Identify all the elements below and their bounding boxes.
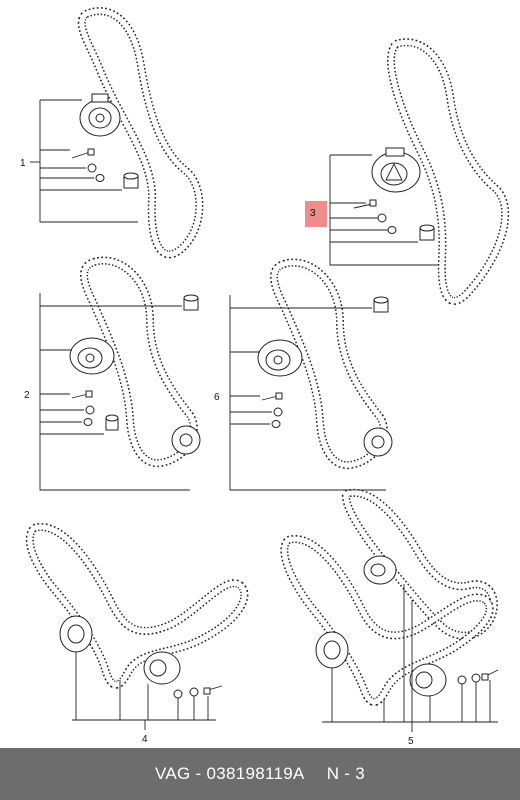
- nut-2: [83, 418, 93, 426]
- sleeve-2: [105, 414, 119, 431]
- tensioner-pulley-2: [69, 337, 115, 375]
- idler-sleeve-6: [373, 296, 389, 313]
- kit-6: 6: [214, 258, 393, 491]
- bolt-5: [481, 669, 499, 681]
- timing-belt-2: [80, 256, 198, 468]
- page-label: N - 3: [326, 764, 366, 783]
- washer-2: [85, 405, 95, 415]
- timing-belt-4: [25, 523, 249, 689]
- leader-lines-1: [30, 99, 138, 223]
- sleeve-1: [123, 172, 139, 189]
- leader-lines-6: [229, 295, 386, 491]
- water-pump-pulley-6: [363, 427, 393, 457]
- callout-1: 1: [20, 158, 26, 169]
- leader-lines-2: [39, 293, 190, 491]
- idler-pulley-5-top: [363, 555, 397, 585]
- part-number-footer: VAG - 038198119A N - 3: [0, 748, 520, 800]
- leader-lines-3: [329, 154, 438, 266]
- nut-5: [457, 675, 467, 685]
- nut-1: [95, 174, 105, 182]
- part-number: 038198119A: [206, 764, 305, 783]
- leader-lines-4: [72, 652, 216, 730]
- highlight-box-3: [305, 201, 327, 227]
- washer-1: [87, 163, 97, 173]
- kit-1: 1: [20, 7, 204, 259]
- timing-belt-3: [387, 38, 510, 305]
- callout-4: 4: [142, 734, 148, 745]
- callout-2: 2: [24, 390, 30, 401]
- idler-pulley-4: [143, 651, 181, 685]
- washer-6: [273, 407, 283, 417]
- timing-belt-1: [77, 7, 204, 259]
- kit-3: 3: [305, 38, 510, 305]
- bolt-1: [71, 148, 95, 159]
- bolt-2: [71, 390, 93, 399]
- sleeve-3: [419, 224, 435, 241]
- nut-4: [173, 689, 183, 699]
- callout-3: 3: [310, 208, 316, 219]
- bolt-6: [261, 392, 283, 401]
- kit-4: 4: [25, 523, 249, 745]
- bolt-4: [203, 685, 223, 695]
- parts-diagram: 1 3: [20, 7, 510, 747]
- tensioner-pulley-6: [257, 339, 303, 377]
- tensioner-pulley-4: [59, 615, 93, 653]
- idler-sleeve-2: [183, 294, 199, 311]
- washer-3: [377, 213, 387, 223]
- idler-pulley-5: [409, 663, 447, 697]
- kit-5: 5: [280, 488, 499, 747]
- washer-5: [471, 673, 481, 683]
- nut-6: [271, 420, 281, 428]
- leader-lines-5: [322, 584, 498, 732]
- tensioner-pulley-3: [371, 147, 421, 193]
- separator: -: [195, 764, 202, 783]
- water-pump-pulley-2: [171, 425, 201, 455]
- washer-4: [189, 687, 199, 697]
- nut-3: [387, 226, 397, 234]
- callout-5: 5: [408, 736, 414, 747]
- timing-belt-5-lower: [280, 535, 494, 706]
- callout-6: 6: [214, 392, 220, 403]
- brand-label: VAG: [154, 764, 191, 783]
- tensioner-pulley-1: [79, 93, 121, 137]
- kit-2: 2: [24, 256, 201, 491]
- timing-belt-6: [270, 258, 388, 470]
- tensioner-pulley-5: [315, 631, 349, 669]
- bolt-3: [353, 199, 377, 209]
